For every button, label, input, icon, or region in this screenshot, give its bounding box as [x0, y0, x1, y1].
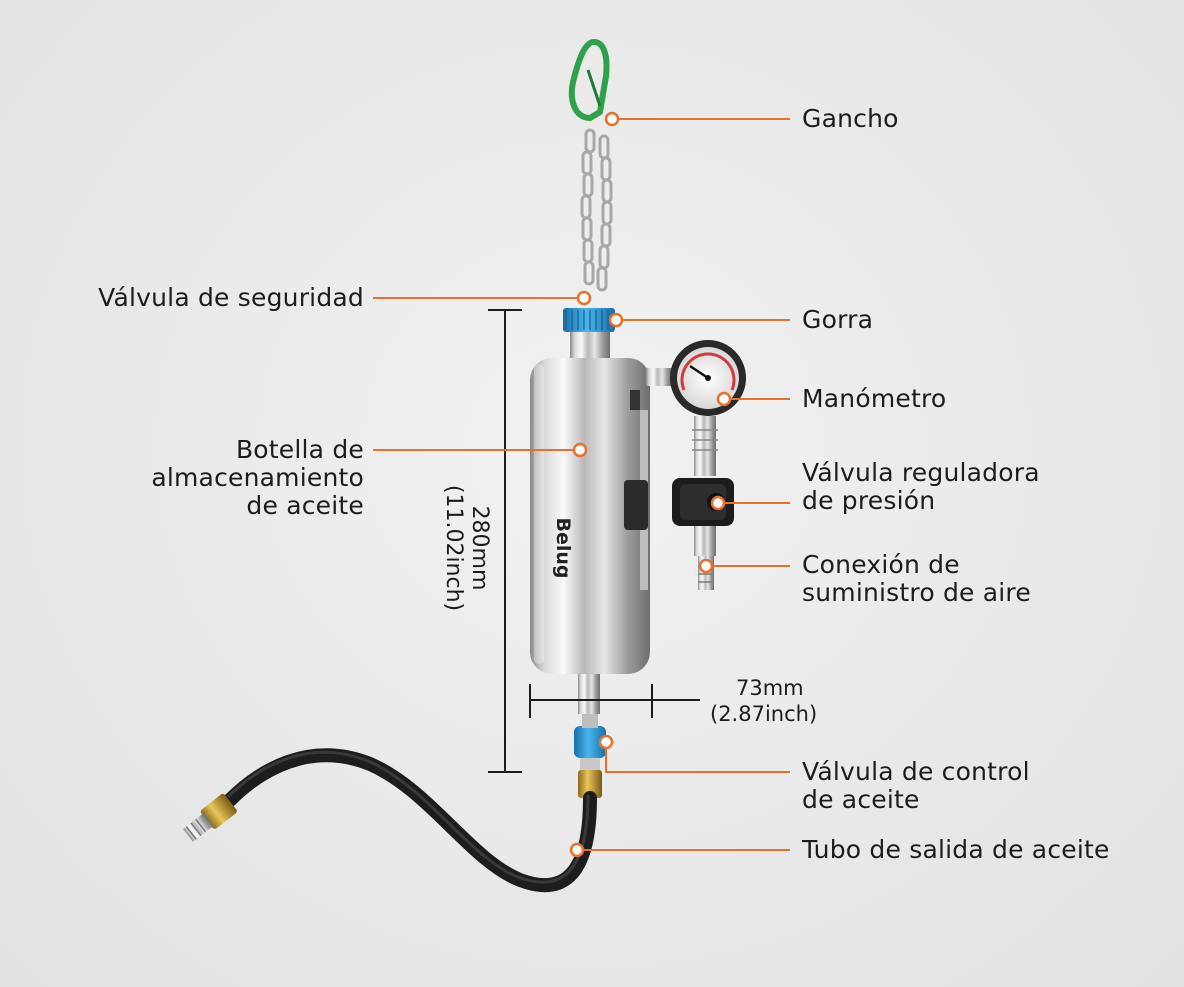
label-conexion-aire: Conexión de suministro de aire: [802, 550, 1031, 607]
pressure-gauge: [646, 340, 746, 416]
height-dimension-label: 280mm (11.02inch): [441, 484, 492, 612]
label-gorra: Gorra: [802, 305, 874, 334]
marker-conexion-aire: [698, 558, 714, 574]
leader-valvula-control: [605, 742, 790, 773]
label-valvula-control: Válvula de control de aceite: [802, 757, 1030, 814]
marker-gorra: [608, 312, 624, 328]
width-dimension-line: [529, 684, 700, 718]
marker-valvula-control: [598, 734, 614, 750]
label-botella: Botella de almacenamiento de aceite: [151, 435, 364, 520]
label-valvula-reguladora: Válvula reguladora de presión: [802, 458, 1040, 515]
pressure-regulator-valve: [672, 416, 734, 556]
marker-gancho: [604, 111, 620, 127]
marker-tubo-salida: [569, 842, 585, 858]
marker-botella: [572, 442, 588, 458]
label-valvula-seguridad: Válvula de seguridad: [98, 283, 364, 312]
width-dimension-inch: (2.87inch): [710, 702, 818, 726]
hook: [568, 39, 610, 121]
label-manometro: Manómetro: [802, 384, 947, 413]
oil-storage-bottle: Belug: [530, 358, 650, 674]
brand-logo: Belug: [552, 517, 574, 578]
width-dimension-mm: 73mm: [736, 676, 804, 700]
marker-valvula-seguridad: [576, 290, 592, 306]
marker-manometro: [716, 391, 732, 407]
oil-control-valve: [574, 674, 606, 798]
height-dimension-line: [488, 309, 522, 773]
marker-valvula-reguladora: [710, 495, 726, 511]
oil-outlet-hose: [183, 748, 597, 893]
label-gancho: Gancho: [802, 104, 899, 133]
label-tubo-salida: Tubo de salida de aceite: [802, 835, 1110, 864]
cap: [563, 308, 615, 360]
